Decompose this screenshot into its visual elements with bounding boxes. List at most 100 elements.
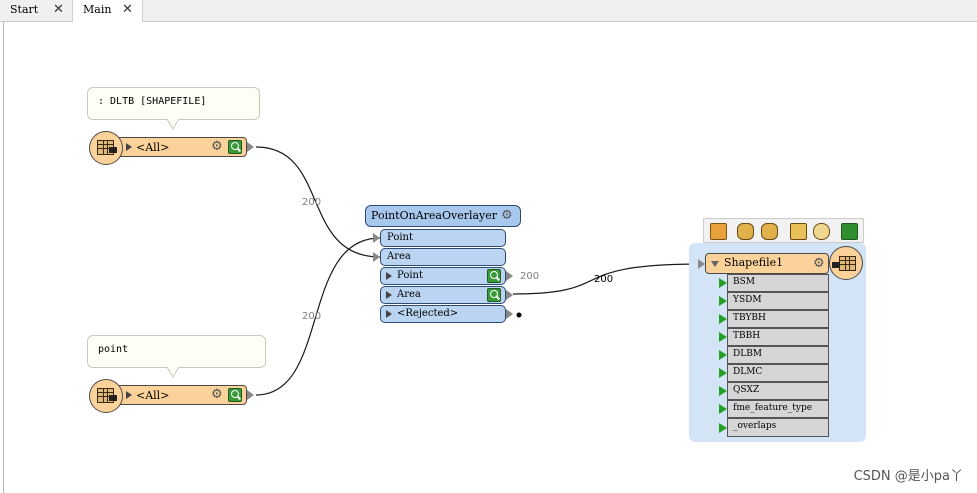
note-pointer [167,119,180,130]
output-port-arrow[interactable] [506,290,513,300]
output-port-arrow[interactable] [506,309,513,319]
note-pointer [167,367,180,378]
transformer-title-bar[interactable]: PointOnAreaOverlayer ⚙ [365,205,521,227]
annotation-note[interactable]: point [87,335,266,368]
reader-port-label: <All> [136,389,170,402]
attribute-name: YSDM [733,295,762,305]
gear-icon[interactable]: ⚙ [211,387,223,402]
tab-start[interactable]: Start ✕ [0,0,73,21]
transformer-output-port-point[interactable]: Point [380,267,506,285]
attribute-row[interactable]: DLBM [727,346,829,364]
connection-reader2-point [255,237,381,396]
attribute-row[interactable]: BSM [727,274,829,292]
writer-icon[interactable] [829,246,863,280]
attribute-port-arrow[interactable] [719,332,727,342]
reader-icon[interactable] [89,131,123,165]
attribute-port-arrow[interactable] [719,296,727,306]
arrow-icon [109,395,117,401]
output-port-arrow[interactable] [247,142,254,152]
attribute-row[interactable]: DLMC [727,364,829,382]
attribute-port-arrow[interactable] [719,278,727,288]
port-label: Area [397,289,421,300]
expand-icon[interactable] [386,291,392,299]
connection-area-writer [512,263,703,295]
input-port-arrow[interactable] [373,252,380,262]
attribute-row[interactable]: _overlaps [727,418,829,437]
input-port-arrow[interactable] [698,259,705,269]
transformer-input-port-point[interactable]: Point [380,229,506,247]
folder-icon[interactable] [790,223,807,240]
attribute-row[interactable]: fme_feature_type [727,400,829,418]
table-icon [839,256,856,271]
watermark: CSDN @是小pa丫 [853,469,963,484]
tab-main[interactable]: Main ✕ [73,0,143,22]
attribute-name: QSXZ [733,385,760,395]
database-remove-icon[interactable] [761,223,778,240]
collapse-icon[interactable] [711,261,719,267]
transformer-output-port-rejected[interactable]: <Rejected> [380,305,506,323]
note-text: : DLTB [SHAPEFILE] [98,96,207,107]
attribute-name: fme_feature_type [733,403,813,413]
port-label: <Rejected> [397,308,459,319]
inspect-icon[interactable] [228,140,242,154]
transformer-output-port-area[interactable]: Area [380,286,506,304]
output-port-arrow[interactable] [247,390,254,400]
reader-feature-type-bar[interactable]: <All> ⚙ [110,385,247,405]
expand-icon[interactable] [386,310,392,318]
expand-icon[interactable] [126,391,132,399]
reader-feature-type-bar[interactable]: <All> ⚙ [110,137,247,157]
tab-bar: Start ✕ Main ✕ [0,0,977,22]
attribute-name: BSM [733,277,755,287]
gear-icon[interactable]: ⚙ [813,256,825,271]
tab-label: Start [10,3,39,16]
insert-icon[interactable] [710,223,727,240]
feature-count-label: 200 [594,274,614,285]
inspect-icon[interactable] [228,388,242,402]
close-icon[interactable]: ✕ [53,2,64,17]
close-icon[interactable]: ✕ [122,2,133,17]
rejected-connector-dot [516,312,522,318]
run-icon[interactable] [841,223,858,240]
gear-icon[interactable]: ⚙ [211,139,223,154]
port-label: Point [397,270,424,281]
search-icon[interactable] [813,223,830,240]
note-text: point [98,344,129,355]
attribute-port-arrow[interactable] [719,368,727,378]
attribute-port-arrow[interactable] [719,423,727,433]
port-label: Point [387,232,414,243]
attribute-row[interactable]: TBYBH [727,310,829,328]
attribute-row[interactable]: YSDM [727,292,829,310]
expand-icon[interactable] [386,272,392,280]
output-port-arrow[interactable] [506,271,513,281]
attribute-row[interactable]: TBBH [727,328,829,346]
database-icon[interactable] [737,223,754,240]
gear-icon[interactable]: ⚙ [501,208,513,223]
inspect-icon[interactable] [487,269,501,283]
attribute-port-arrow[interactable] [719,350,727,360]
attribute-row[interactable]: QSXZ [727,382,829,400]
reader-icon[interactable] [89,379,123,413]
attribute-name: TBBH [733,331,761,341]
attribute-port-arrow[interactable] [719,404,727,414]
input-port-arrow[interactable] [373,233,380,243]
writer-toolbar [703,218,864,243]
transformer-name: PointOnAreaOverlayer [371,209,498,222]
expand-icon[interactable] [126,143,132,151]
inspect-icon[interactable] [487,288,501,302]
transformer-input-port-area[interactable]: Area [380,248,506,266]
tab-label: Main [83,3,112,16]
attribute-name: DLBM [733,349,763,359]
annotation-note[interactable]: : DLTB [SHAPEFILE] [87,87,260,120]
writer-feature-type-bar[interactable]: Shapefile1 ⚙ [705,253,829,274]
feature-count-label: 200 [302,311,322,322]
attribute-name: _overlaps [733,421,777,431]
writer-name: Shapefile1 [724,256,784,269]
attribute-port-arrow[interactable] [719,386,727,396]
attribute-port-arrow[interactable] [719,314,727,324]
attribute-name: TBYBH [733,313,766,323]
port-label: Area [387,251,411,262]
arrow-icon [109,147,117,153]
reader-port-label: <All> [136,141,170,154]
connection-reader1-area [255,146,381,258]
